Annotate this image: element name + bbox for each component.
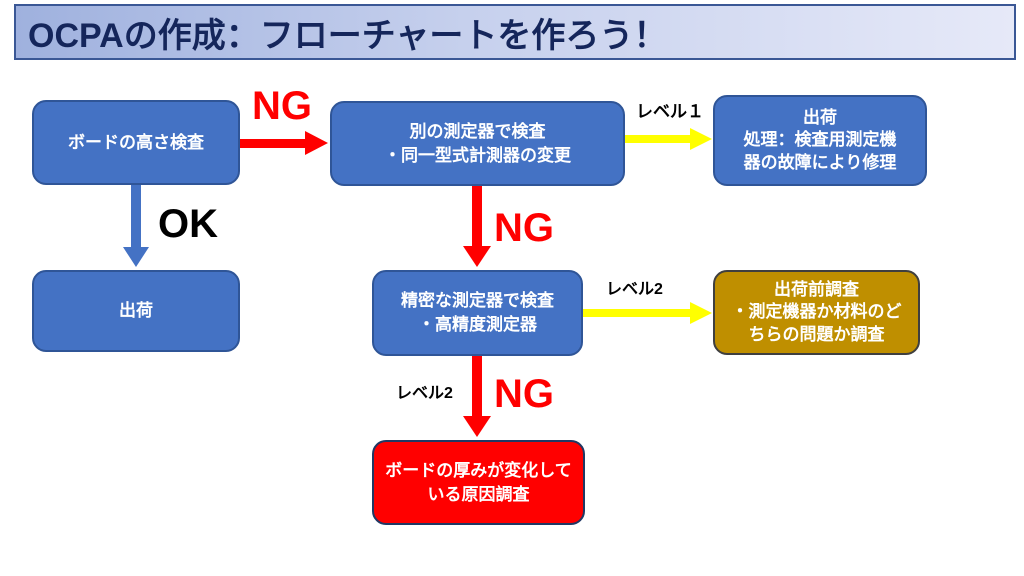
node-preship-investigation: 出荷前調査 ・測定機器か材料のど ちらの問題か調査 (713, 270, 920, 355)
arrow-shaft (472, 186, 482, 247)
label-ng-top: NG (252, 84, 312, 128)
node-alternate-instrument-check: 別の測定器で検査 ・同一型式計測器の変更 (330, 101, 625, 186)
label-level1: レベル１ (636, 102, 704, 121)
node-ship: 出荷 (32, 270, 240, 352)
arrow-head-icon (690, 302, 712, 324)
arrow-head-icon (305, 131, 328, 155)
arrow-head-icon (463, 246, 491, 267)
slide-title: OCPAの作成：フローチャートを作ろう！ (28, 16, 668, 55)
node-board-height-inspection: ボードの高さ検査 (32, 100, 240, 185)
node-precision-instrument-check: 精密な測定器で検査 ・高精度測定器 (372, 270, 583, 356)
arrow-shaft (625, 135, 691, 143)
arrow-head-icon (463, 416, 491, 437)
arrow-shaft (472, 356, 482, 417)
label-ok: OK (158, 202, 218, 246)
node-cause-investigation: ボードの厚みが変化して いる原因調査 (372, 440, 585, 525)
label-ng-mid: NG (494, 206, 554, 250)
node-ship-and-repair: 出荷 処理：検査用測定機 器の故障により修理 (713, 95, 927, 186)
arrow-shaft (583, 309, 691, 317)
title-bar: OCPAの作成：フローチャートを作ろう！ (14, 4, 1016, 60)
label-ng-bottom: NG (494, 372, 554, 416)
arrow-head-icon (123, 247, 149, 267)
label-level2-right: レベル2 (606, 281, 663, 298)
arrow-head-icon (690, 128, 712, 150)
label-level2-bottom: レベル2 (396, 385, 453, 402)
arrow-shaft (131, 185, 141, 248)
arrow-shaft (240, 139, 306, 148)
